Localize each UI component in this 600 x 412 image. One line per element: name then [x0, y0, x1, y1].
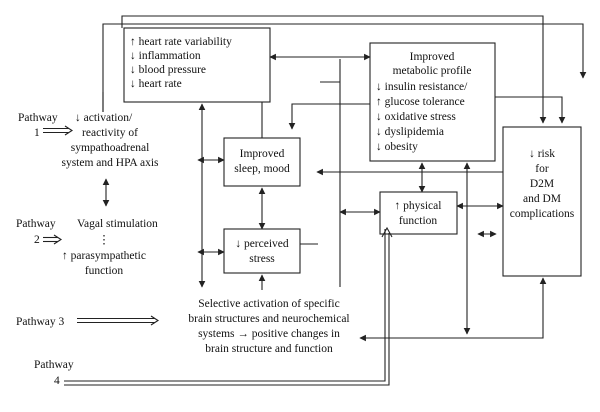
stress-box [223, 228, 301, 274]
metabolic-risk-arrow [495, 96, 566, 124]
top-outer-line [102, 23, 587, 112]
cardio-line-3: ↓ blood pressure [130, 64, 206, 76]
risk-line-2: for [535, 163, 549, 175]
physical-line-1: ↑ physical [395, 200, 442, 212]
metabolic-line-1: Improved [410, 51, 455, 63]
metabolic-text: Improved metabolic profile ↓ insulin res… [376, 51, 471, 153]
connectors [102, 15, 587, 342]
cardio-line-1: ↑ heart rate variability [130, 36, 232, 48]
metabolic-line-7: ↓ obesity [376, 141, 418, 153]
metabolic-box [369, 42, 496, 162]
brain-line-2: brain structures and neurochemical [188, 313, 349, 325]
pathway-3-label: Pathway 3 [16, 316, 64, 328]
stress-line-1: ↓ perceived [235, 238, 289, 250]
metabolic-line-4: ↑ glucose tolerance [376, 96, 465, 108]
vagal-line-1: Vagal stimulation [77, 218, 158, 230]
metabolic-sleep-arrow [288, 103, 370, 130]
risk-brain-arrow [359, 277, 547, 342]
sleep-box [223, 137, 301, 187]
metabolic-line-3: ↓ insulin resistance/ [376, 81, 468, 93]
risk-box [502, 126, 582, 277]
risk-line-1: ↓ risk [529, 148, 555, 160]
sympathetic-line-3: sympathoadrenal [71, 142, 150, 154]
vagal-text: Vagal stimulation ⋮ ↑ parasympathetic fu… [62, 218, 158, 277]
pathway-1-label: Pathway [18, 112, 58, 124]
sympathetic-line-4: system and HPA axis [61, 157, 159, 169]
pathway-3-arrow [77, 315, 160, 326]
physical-line-2: function [399, 215, 438, 227]
pathway-1-number: 1 [34, 127, 40, 139]
cardio-line-2: ↓ inflammation [130, 50, 201, 62]
brain-text: Selective activation of specific brain s… [188, 298, 349, 355]
physical-box [379, 191, 458, 235]
vagal-line-2: ↑ parasympathetic [62, 250, 146, 262]
sympathetic-line-1: ↓ activation/ [75, 112, 133, 124]
top-inner-line [121, 15, 547, 124]
risk-line-4: and DM [523, 193, 561, 205]
pathway-1-arrow [43, 125, 74, 136]
pathway-2-label: Pathway [16, 218, 56, 230]
stress-text: ↓ perceived stress [235, 238, 289, 265]
sleep-line-2: sleep, mood [234, 163, 290, 175]
pathway-4-number: 4 [54, 375, 60, 387]
brain-line-3: systems → positive changes in [198, 328, 340, 340]
stress-line-2: stress [249, 253, 275, 265]
sympathetic-text: ↓ activation/ reactivity of sympathoadre… [61, 112, 159, 169]
metabolic-line-2: metabolic profile [393, 65, 472, 77]
metabolic-line-5: ↓ oxidative stress [376, 111, 456, 123]
cardio-line-4: ↓ heart rate [130, 78, 182, 90]
cardio-box [123, 27, 271, 103]
vagal-line-3: function [85, 265, 124, 277]
risk-line-3: D2M [530, 178, 554, 190]
risk-line-5: complications [510, 208, 575, 220]
cardio-text: ↑ heart rate variability ↓ inflammation … [130, 36, 232, 90]
brain-line-4: brain structure and function [205, 343, 333, 355]
sleep-text: Improved sleep, mood [234, 148, 290, 175]
vagal-dots: ⋮ [98, 234, 110, 246]
pathway-4-label: Pathway [34, 359, 74, 371]
physical-text: ↑ physical function [395, 200, 442, 227]
sympathetic-line-2: reactivity of [82, 127, 138, 139]
pathway-2-number: 2 [34, 234, 40, 246]
pathway-labels: Pathway 1 Pathway 2 Pathway 3 Pathway 4 [16, 112, 74, 387]
metabolic-line-6: ↓ dyslipidemia [376, 126, 444, 138]
pathway-2-arrow [43, 234, 63, 245]
risk-text: ↓ risk for D2M and DM complications [510, 148, 575, 220]
sleep-line-1: Improved [240, 148, 285, 160]
brain-line-1: Selective activation of specific [198, 298, 339, 310]
